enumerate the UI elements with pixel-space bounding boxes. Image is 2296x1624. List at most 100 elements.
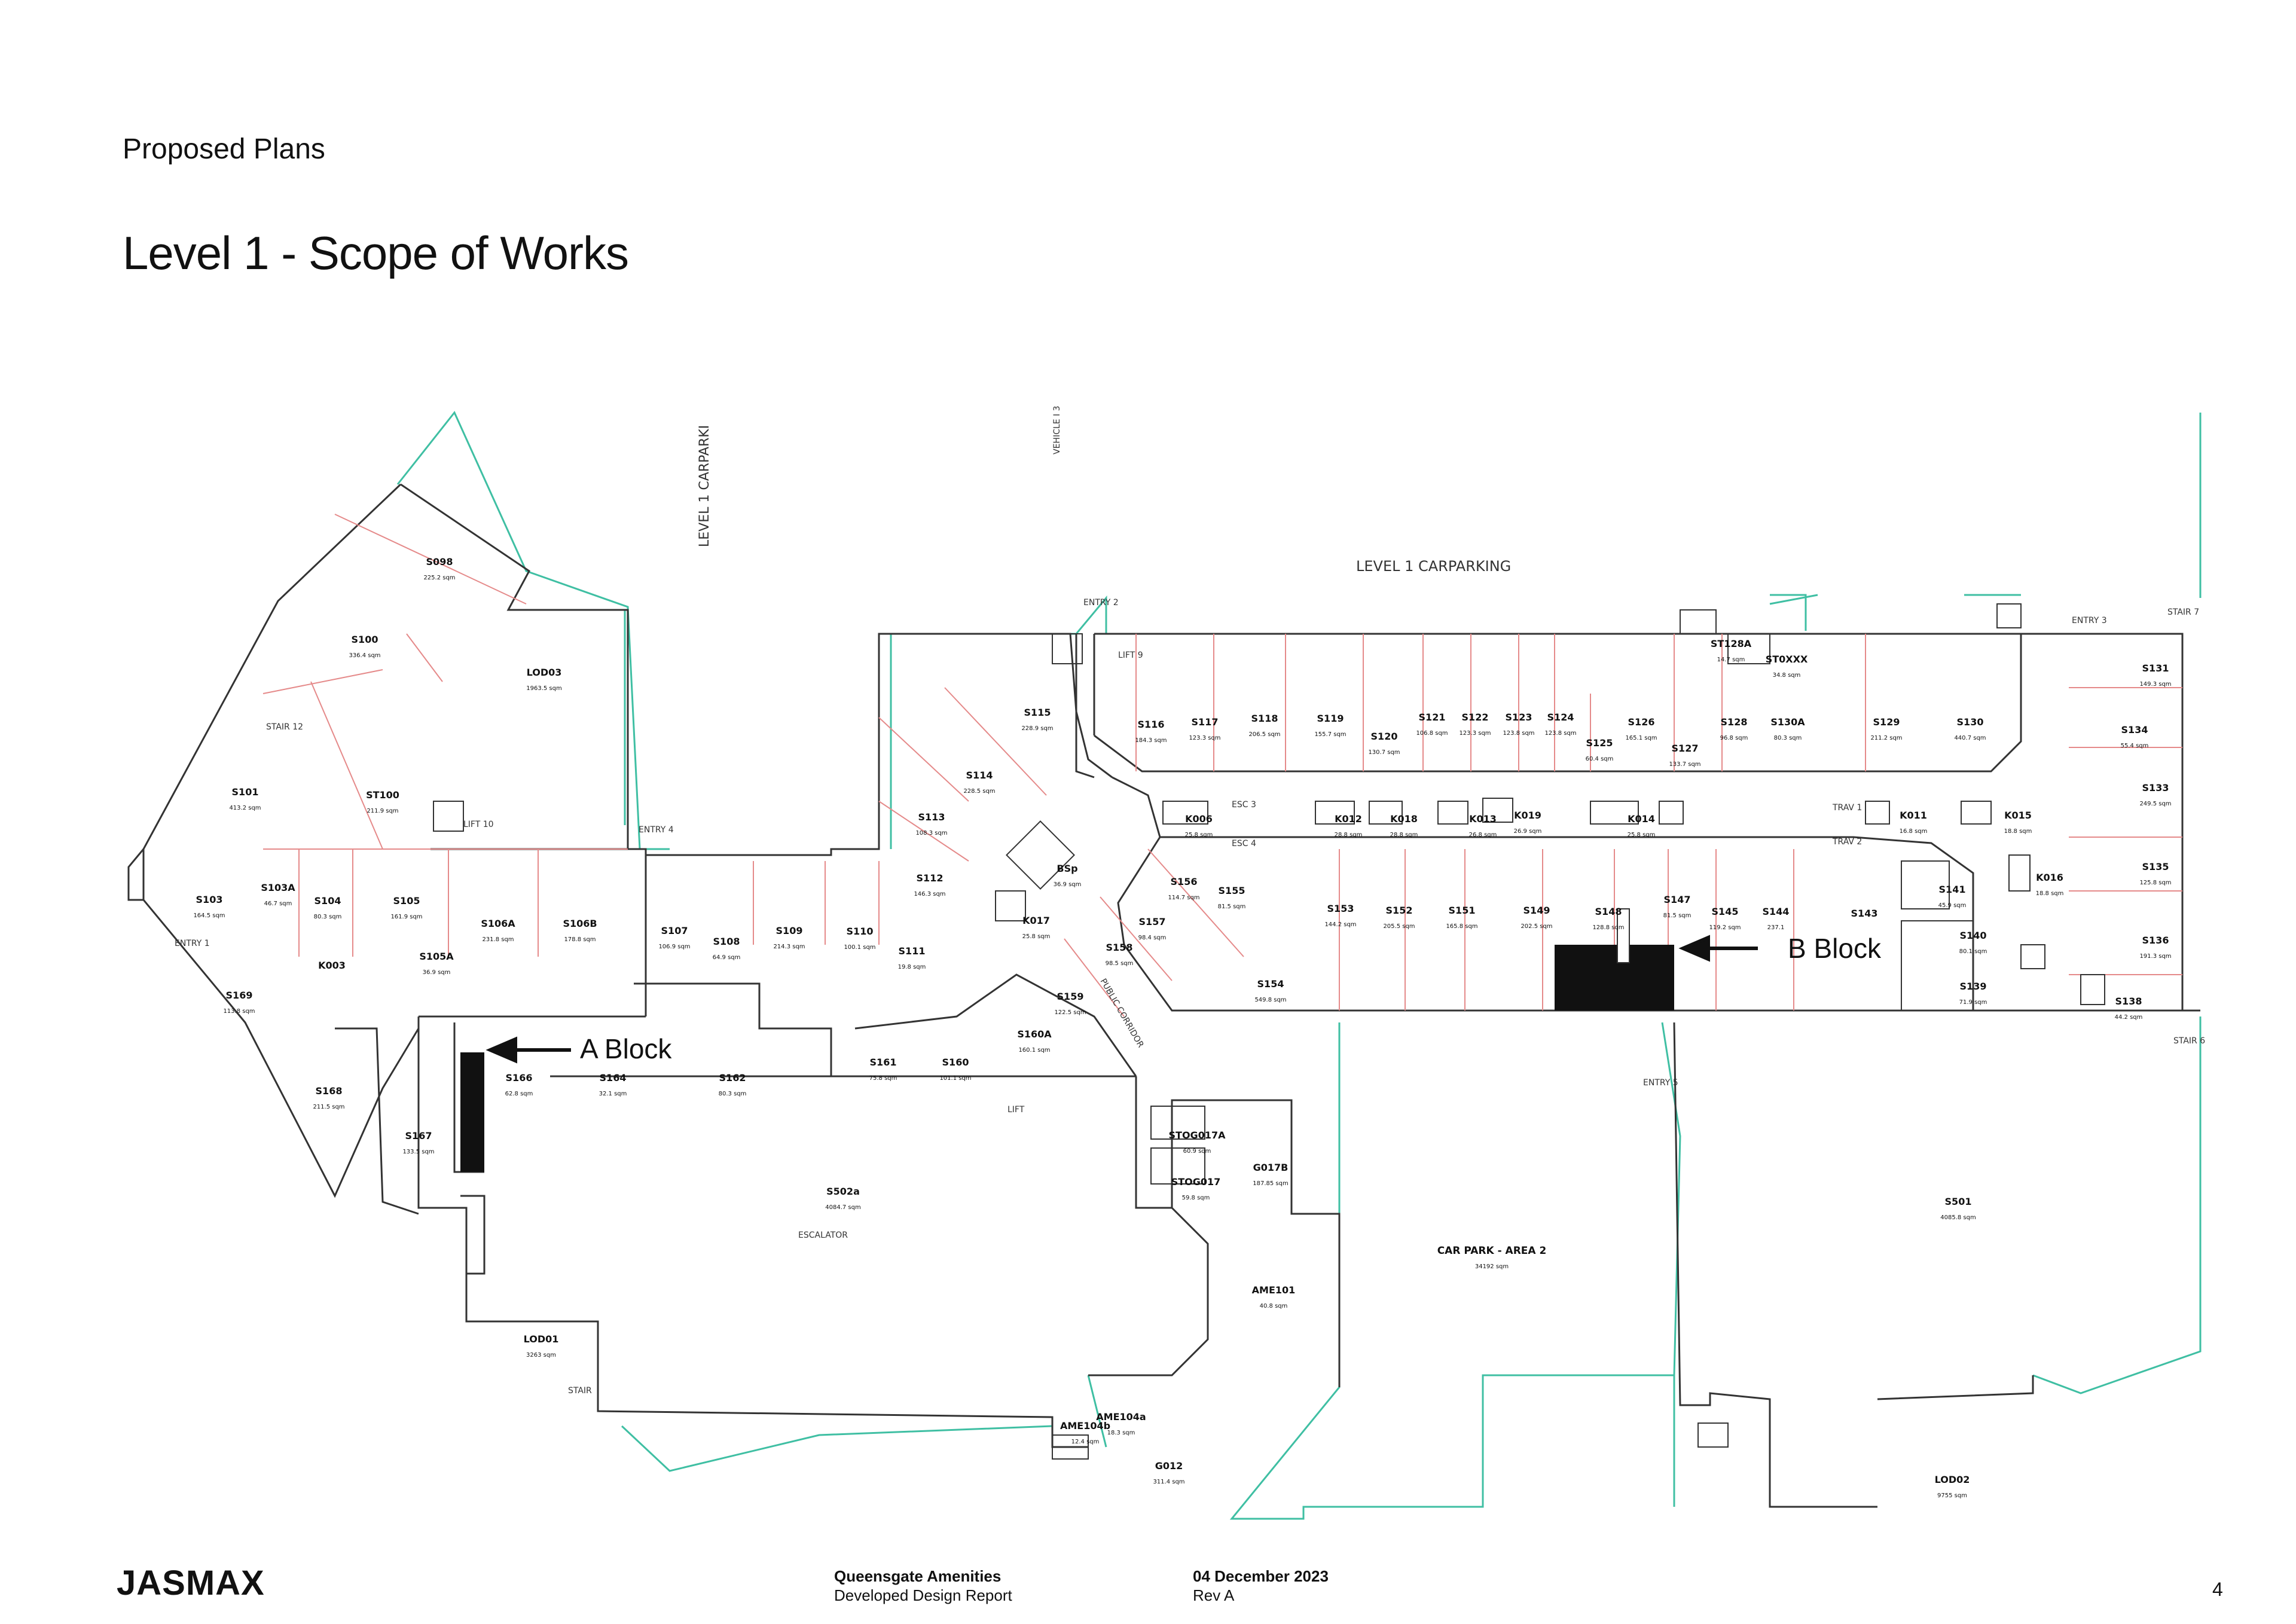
room-area-label: 160.1 sqm — [1018, 1047, 1050, 1054]
page-number: 4 — [2212, 1579, 2223, 1600]
room-id-label: K006 — [1185, 813, 1213, 825]
room-area-label: 187.85 sqm — [1253, 1180, 1288, 1187]
room-area-label: 146.3 sqm — [914, 891, 945, 898]
report-rev: Rev A — [1193, 1586, 1235, 1604]
room-id-label: K014 — [1628, 813, 1655, 825]
room-id-label: S104 — [315, 895, 341, 906]
room-id-label: S139 — [1960, 981, 1987, 992]
report-date: 04 December 2023 — [1193, 1567, 1329, 1585]
entry-label: ENTRY 2 — [1083, 598, 1119, 608]
entry-label: ENTRY 4 — [639, 825, 674, 835]
room-area-label: 59.8 sqm — [1182, 1195, 1210, 1201]
room-area-label: 4085.8 sqm — [1940, 1214, 1976, 1221]
room-id-label: ST0XXX — [1766, 654, 1808, 665]
room-area-label: 64.9 sqm — [713, 954, 741, 961]
tenancy-lines — [262, 514, 2182, 1017]
room-id-label: S169 — [226, 990, 253, 1001]
escalator-label: TRAV 2 — [1832, 837, 1862, 847]
room-id-label: S105 — [393, 895, 420, 906]
room-area-label: 249.5 sqm — [2139, 801, 2171, 807]
room-id-label: S140 — [1960, 930, 1987, 941]
room-id-label: K012 — [1335, 813, 1362, 825]
lift-label: LIFT — [1007, 1105, 1025, 1115]
room-id-label: S143 — [1851, 908, 1878, 919]
scope-a-block — [460, 1052, 484, 1172]
room-area-label: 133.7 sqm — [1669, 761, 1700, 768]
room-id-label: K017 — [1022, 915, 1050, 926]
room-id-label: S127 — [1672, 743, 1699, 754]
room-area-label: 1963.5 sqm — [526, 685, 561, 692]
room-area-label: 125.8 sqm — [2139, 880, 2171, 886]
room-id-label: S138 — [2115, 996, 2142, 1007]
room-id-label: LOD03 — [527, 667, 562, 678]
room-id-label: S154 — [1257, 978, 1284, 990]
entry-label: ENTRY 1 — [175, 939, 210, 948]
room-id-label: ST128A — [1711, 638, 1752, 649]
room-area-label: 119.2 sqm — [1709, 924, 1741, 931]
room-id-label: S100 — [352, 634, 378, 645]
room-id-label: AME104a — [1096, 1411, 1146, 1422]
room-id-label: S125 — [1586, 737, 1613, 749]
room-area-label: 237.1 — [1767, 924, 1785, 931]
room-id-label: S126 — [1628, 716, 1655, 728]
escalator-label: ESC 3 — [1232, 800, 1256, 810]
room-id-label: S128 — [1721, 716, 1748, 728]
room-id-label: S164 — [600, 1072, 627, 1083]
callout-a-block: A Block — [580, 1033, 672, 1064]
room-area-label: 100.1 sqm — [844, 944, 875, 951]
room-id-label: S157 — [1139, 916, 1166, 927]
room-area-label: 211.5 sqm — [313, 1104, 344, 1110]
room-area-label: 71.9 sqm — [1959, 999, 1987, 1006]
room-id-label: S113 — [918, 811, 945, 823]
room-id-label: S152 — [1386, 905, 1413, 916]
room-area-label: 178.8 sqm — [564, 936, 596, 943]
room-area-label: 18.8 sqm — [2036, 890, 2064, 897]
room-area-label: 62.8 sqm — [505, 1091, 533, 1097]
lift-label: LIFT 9 — [1118, 651, 1143, 660]
room-area-label: 128.8 sqm — [1592, 924, 1624, 931]
room-area-label: 25.8 sqm — [1022, 933, 1051, 940]
room-id-label: S133 — [2142, 782, 2169, 793]
room-area-label: 28.8 sqm — [1335, 832, 1363, 838]
corridor-label: PUBLIC CORRIDOR — [1098, 977, 1146, 1049]
room-id-label: S167 — [405, 1130, 432, 1141]
stair-label: STAIR 6 — [2173, 1036, 2205, 1046]
room-area-label: 14.7 sqm — [1717, 657, 1745, 663]
room-id-label: CAR PARK - AREA 2 — [1437, 1245, 1547, 1257]
room-id-label: S124 — [1547, 712, 1574, 723]
room-id-label: G017B — [1253, 1162, 1289, 1173]
room-area-label: 123.8 sqm — [1503, 730, 1534, 737]
room-id-label: S103 — [196, 894, 223, 905]
room-id-label: STOG017 — [1171, 1176, 1221, 1188]
room-area-label: 28.8 sqm — [1390, 832, 1418, 838]
room-id-label: S107 — [661, 925, 688, 936]
escalator-label: ESCALATOR — [798, 1231, 848, 1240]
room-area-label: 36.9 sqm — [423, 969, 451, 976]
callout-arrows — [486, 935, 1758, 1064]
room-area-label: 40.8 sqm — [1260, 1303, 1288, 1309]
room-id-label: K019 — [1514, 810, 1541, 821]
room-area-label: 44.2 sqm — [2115, 1014, 2143, 1021]
room-id-label: S110 — [847, 926, 874, 937]
room-area-label: 98.5 sqm — [1106, 960, 1134, 967]
room-id-label: G012 — [1155, 1460, 1183, 1472]
stair-label: STAIR — [568, 1386, 592, 1396]
room-area-label: 34192 sqm — [1475, 1263, 1509, 1270]
room-id-label: S117 — [1192, 716, 1219, 728]
room-area-label: 413.2 sqm — [229, 805, 261, 811]
room-area-label: 60.9 sqm — [1183, 1148, 1211, 1155]
room-id-label: K015 — [2004, 810, 2032, 821]
room-id-label: S122 — [1462, 712, 1489, 723]
room-id-label: S148 — [1595, 906, 1622, 917]
room-id-label: K003 — [318, 960, 346, 971]
room-area-label: 55.4 sqm — [2121, 743, 2149, 749]
room-area-label: 123.3 sqm — [1459, 730, 1491, 737]
room-id-label: S112 — [917, 872, 944, 884]
carpark-vertical-label: LEVEL 1 CARPARKI — [697, 425, 712, 547]
room-id-label: S098 — [426, 556, 453, 567]
room-id-label: S123 — [1506, 712, 1532, 723]
footer-date: 04 December 2023 Rev A — [1193, 1567, 1329, 1605]
room-id-label: ST100 — [366, 789, 399, 801]
room-area-label: 205.5 sqm — [1383, 923, 1415, 930]
room-id-label: S103A — [261, 882, 295, 893]
